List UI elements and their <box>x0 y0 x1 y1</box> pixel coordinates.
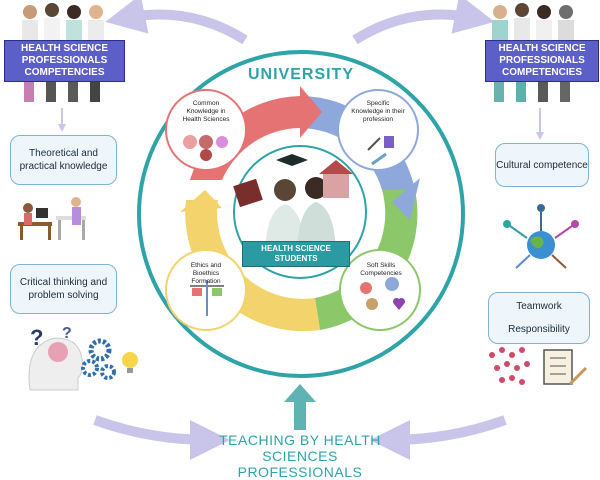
university-title: UNIVERSITY <box>247 66 354 83</box>
students-badge: HEALTH SCIENCE STUDENTS <box>242 241 350 267</box>
circle-soft <box>339 249 421 331</box>
thinking-illustration: ? ? <box>28 325 138 391</box>
circle-specific <box>337 89 419 171</box>
top-left-arrow <box>105 0 248 45</box>
study-illustration <box>18 197 86 240</box>
specific-knowledge-label: Specific Knowledge in their profession <box>351 100 405 123</box>
teaching-title: TEACHING BY HEALTH SCIENCES PROFESSIONAL… <box>219 432 381 480</box>
circle-common <box>165 89 247 171</box>
common-knowledge-label: Common Knowledge in Health Sciences <box>182 100 230 123</box>
students-illustration <box>233 154 353 250</box>
team-illustration <box>489 347 588 386</box>
svg-text:?: ? <box>62 325 72 342</box>
top-right-arrow <box>352 0 495 45</box>
soft-skills-label: Soft Skills Competencies <box>360 262 402 277</box>
cultural-pill: Cultural competence <box>495 143 589 187</box>
up-arrow <box>284 384 316 430</box>
left-competencies-badge: HEALTH SCIENCE PROFESSIONALS COMPETENCIE… <box>4 40 125 82</box>
globe-illustration <box>503 204 579 269</box>
bottom-left-arrow <box>93 415 230 460</box>
bottom-right-arrow <box>370 415 507 460</box>
svg-text:?: ? <box>30 325 43 350</box>
ethics-label: Ethics and Bioethics Formation <box>190 262 222 285</box>
right-competencies-badge: HEALTH SCIENCE PROFESSIONALS COMPETENCIE… <box>485 40 599 82</box>
theory-pill: Theoretical and practical knowledge <box>10 135 117 185</box>
critical-thinking-pill: Critical thinking and problem solving <box>10 264 117 314</box>
teamwork-pill: Teamwork Responsibility <box>488 292 590 344</box>
